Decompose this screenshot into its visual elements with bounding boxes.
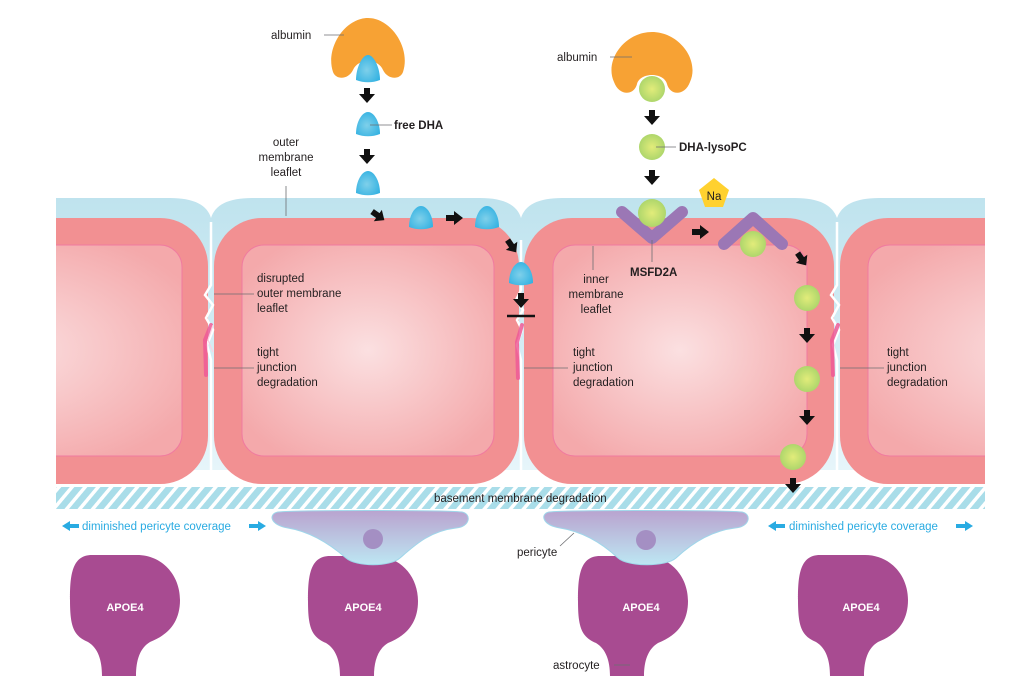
endothelium <box>56 198 985 484</box>
tight-junction-mark <box>202 323 213 377</box>
junction-left <box>202 222 215 484</box>
pericyte-label: pericyte <box>517 547 557 559</box>
astrocyte-3: APOE4 <box>578 556 688 676</box>
svg-text:membrane: membrane <box>259 152 314 164</box>
diminished-pericyte-coverage-left: diminished pericyte coverage <box>62 521 266 533</box>
endothelial-cell-2-inner <box>241 244 495 457</box>
tight-junction-degradation-label-2: tight junction degradation <box>572 347 634 389</box>
diminished-pericyte-coverage-right: diminished pericyte coverage <box>768 521 973 533</box>
arrow-down-icon <box>644 170 660 185</box>
basement-membrane-label: basement membrane degradation <box>434 493 607 505</box>
svg-text:tight: tight <box>257 347 280 359</box>
svg-text:junction: junction <box>572 362 613 374</box>
dha-lysopc-bound <box>639 76 665 102</box>
svg-text:APOE4: APOE4 <box>622 602 660 614</box>
svg-text:degradation: degradation <box>887 377 948 389</box>
svg-text:leaflet: leaflet <box>581 304 612 316</box>
junction-right <box>829 222 841 484</box>
svg-text:outer: outer <box>273 137 299 149</box>
sodium-ion: Na <box>699 178 729 207</box>
pericyte-nucleus <box>636 530 656 550</box>
dha-lysopc-molecule <box>780 444 806 470</box>
msfd2a-label: MSFD2A <box>630 267 677 279</box>
astrocyte-4: APOE4 <box>798 555 908 676</box>
svg-text:Na: Na <box>707 191 722 203</box>
arrow-left-icon <box>62 521 79 531</box>
svg-text:APOE4: APOE4 <box>842 602 880 614</box>
dha-lysopc-molecule <box>639 134 665 160</box>
tight-junction-mark <box>829 323 840 377</box>
astrocyte-label: astrocyte <box>553 660 600 672</box>
dha-lysopc-molecule <box>740 231 766 257</box>
albumin-left-label: albumin <box>271 30 311 42</box>
arrow-down-icon <box>644 110 660 125</box>
svg-text:inner: inner <box>583 274 609 286</box>
msfd2a-transporter <box>616 199 688 244</box>
svg-text:diminished pericyte coverage: diminished pericyte coverage <box>789 521 938 533</box>
arrow-down-icon <box>799 328 815 343</box>
free-dha-molecule <box>475 206 499 230</box>
free-dha-label: free DHA <box>394 120 443 132</box>
svg-text:membrane: membrane <box>569 289 624 301</box>
tight-junction-degradation-label-3: tight junction degradation <box>886 347 948 389</box>
dha-lysopc-molecule <box>638 199 666 227</box>
tight-junction-degradation-label-1: tight junction degradation <box>256 347 318 389</box>
albumin-right <box>611 32 693 102</box>
arrow-diagonal-icon <box>795 251 808 266</box>
arrow-right-icon <box>446 211 463 225</box>
svg-text:junction: junction <box>256 362 297 374</box>
pericyte-nucleus <box>363 529 383 549</box>
arrow-right-icon <box>692 225 709 239</box>
svg-text:leaflet: leaflet <box>271 167 302 179</box>
outer-membrane-leaflet-label: outer membrane leaflet <box>259 137 314 179</box>
endothelial-cell-1-inner <box>56 244 183 457</box>
dha-lysopc-label: DHA-lysoPC <box>679 142 747 154</box>
free-dha-molecule <box>356 171 380 196</box>
dha-lysopc-molecule <box>794 366 820 392</box>
arrow-down-icon <box>513 293 529 308</box>
msfd2a-transporter-flipped <box>718 212 788 257</box>
arrow-diagonal-icon <box>505 238 518 253</box>
arrow-down-icon <box>359 88 375 103</box>
albumin-left <box>331 18 405 83</box>
endothelial-cell-4-inner <box>867 244 985 457</box>
arrow-right-icon <box>956 521 973 531</box>
svg-text:APOE4: APOE4 <box>344 602 382 614</box>
albumin-right-label: albumin <box>557 52 597 64</box>
svg-text:diminished pericyte coverage: diminished pericyte coverage <box>82 521 231 533</box>
arrow-diagonal-icon <box>370 209 385 222</box>
svg-text:tight: tight <box>887 347 910 359</box>
astrocyte-2: APOE4 <box>308 556 418 676</box>
basement-membrane <box>56 487 985 509</box>
tight-junction-mark <box>514 323 524 380</box>
free-dha-molecule <box>409 206 433 230</box>
arrow-left-icon <box>768 521 785 531</box>
pericyte-1 <box>271 510 469 566</box>
endothelial-cell-3-inner <box>552 244 808 457</box>
svg-text:junction: junction <box>886 362 927 374</box>
pericyte-2 <box>543 510 749 566</box>
svg-text:outer membrane: outer membrane <box>257 288 341 300</box>
free-dha-bound <box>356 55 380 83</box>
svg-text:degradation: degradation <box>573 377 634 389</box>
disrupted-outer-membrane-leaflet-label: disrupted outer membrane leaflet <box>257 273 341 315</box>
inner-membrane-leaflet-label: inner membrane leaflet <box>569 274 624 316</box>
svg-text:disrupted: disrupted <box>257 273 304 285</box>
svg-text:leaflet: leaflet <box>257 303 288 315</box>
svg-text:degradation: degradation <box>257 377 318 389</box>
arrow-right-icon <box>249 521 266 531</box>
astrocyte-1: APOE4 <box>70 555 180 676</box>
arrow-down-icon <box>785 478 801 493</box>
svg-text:tight: tight <box>573 347 596 359</box>
free-dha-molecule <box>509 262 533 286</box>
arrow-down-icon <box>359 149 375 164</box>
svg-text:APOE4: APOE4 <box>106 602 144 614</box>
arrow-down-icon <box>799 410 815 425</box>
dha-lysopc-molecule <box>794 285 820 311</box>
free-dha-molecule <box>356 112 380 137</box>
